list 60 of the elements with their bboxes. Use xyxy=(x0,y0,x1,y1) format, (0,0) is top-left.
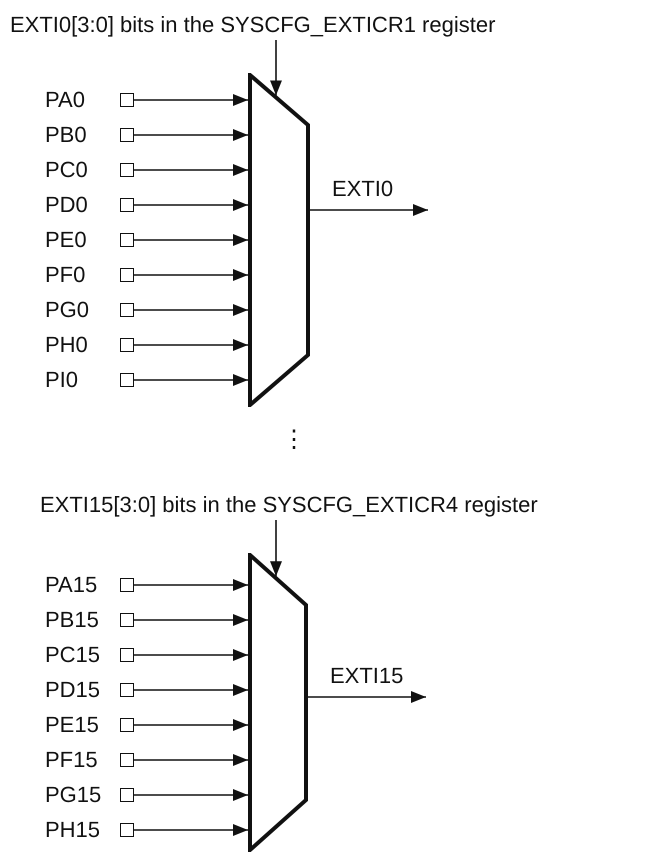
pin-label: PE15 xyxy=(45,712,99,738)
arrow xyxy=(134,754,248,766)
pin-label: PF0 xyxy=(45,262,86,288)
pin-pad xyxy=(120,683,134,697)
pin-label: PE0 xyxy=(45,227,87,253)
arrow xyxy=(134,374,248,386)
pin-pad xyxy=(120,268,134,282)
pin-pad xyxy=(120,338,134,352)
arrow xyxy=(134,614,248,626)
pin-pad xyxy=(120,163,134,177)
pin-label: PG15 xyxy=(45,782,102,808)
pin-pad xyxy=(120,93,134,107)
arrow xyxy=(134,94,248,106)
pin-label: PB15 xyxy=(45,607,99,633)
pin-label: PG0 xyxy=(45,297,90,323)
pin-pad xyxy=(120,648,134,662)
pin-label: PD0 xyxy=(45,192,88,218)
multiplexer-symbol xyxy=(248,553,308,852)
pin-pad xyxy=(120,373,134,387)
pin-pad xyxy=(120,303,134,317)
register-caption: EXTI0[3:0] bits in the SYSCFG_EXTICR1 register xyxy=(10,12,496,38)
arrow xyxy=(134,649,248,661)
arrow xyxy=(310,204,428,216)
pin-label: PC0 xyxy=(45,157,88,183)
pin-label: PC15 xyxy=(45,642,100,668)
pin-pad xyxy=(120,128,134,142)
pin-label: PA15 xyxy=(45,572,98,598)
arrow xyxy=(134,234,248,246)
arrow xyxy=(134,129,248,141)
pin-pad xyxy=(120,613,134,627)
arrow xyxy=(134,824,248,836)
pin-label: PH0 xyxy=(45,332,88,358)
arrow xyxy=(270,40,282,96)
pin-pad xyxy=(120,753,134,767)
pin-label: PH15 xyxy=(45,817,100,843)
pin-pad xyxy=(120,233,134,247)
arrow xyxy=(134,304,248,316)
arrow xyxy=(270,520,282,576)
arrow xyxy=(134,269,248,281)
arrow xyxy=(134,579,248,591)
multiplexer-symbol xyxy=(248,73,310,407)
pin-pad xyxy=(120,788,134,802)
pin-label: PF15 xyxy=(45,747,98,773)
arrow xyxy=(134,164,248,176)
pin-label: PB0 xyxy=(45,122,87,148)
pin-pad xyxy=(120,823,134,837)
arrow xyxy=(134,684,248,696)
arrow xyxy=(308,691,426,703)
arrow xyxy=(134,339,248,351)
pin-pad xyxy=(120,718,134,732)
arrow xyxy=(134,199,248,211)
arrow xyxy=(134,719,248,731)
pin-pad xyxy=(120,198,134,212)
register-caption: EXTI15[3:0] bits in the SYSCFG_EXTICR4 register xyxy=(40,492,538,518)
pin-label: PA0 xyxy=(45,87,85,113)
pin-label: PD15 xyxy=(45,677,100,703)
pin-label: PI0 xyxy=(45,367,78,393)
vertical-ellipsis: ⋮ xyxy=(282,426,306,454)
arrow xyxy=(134,789,248,801)
pin-pad xyxy=(120,578,134,592)
